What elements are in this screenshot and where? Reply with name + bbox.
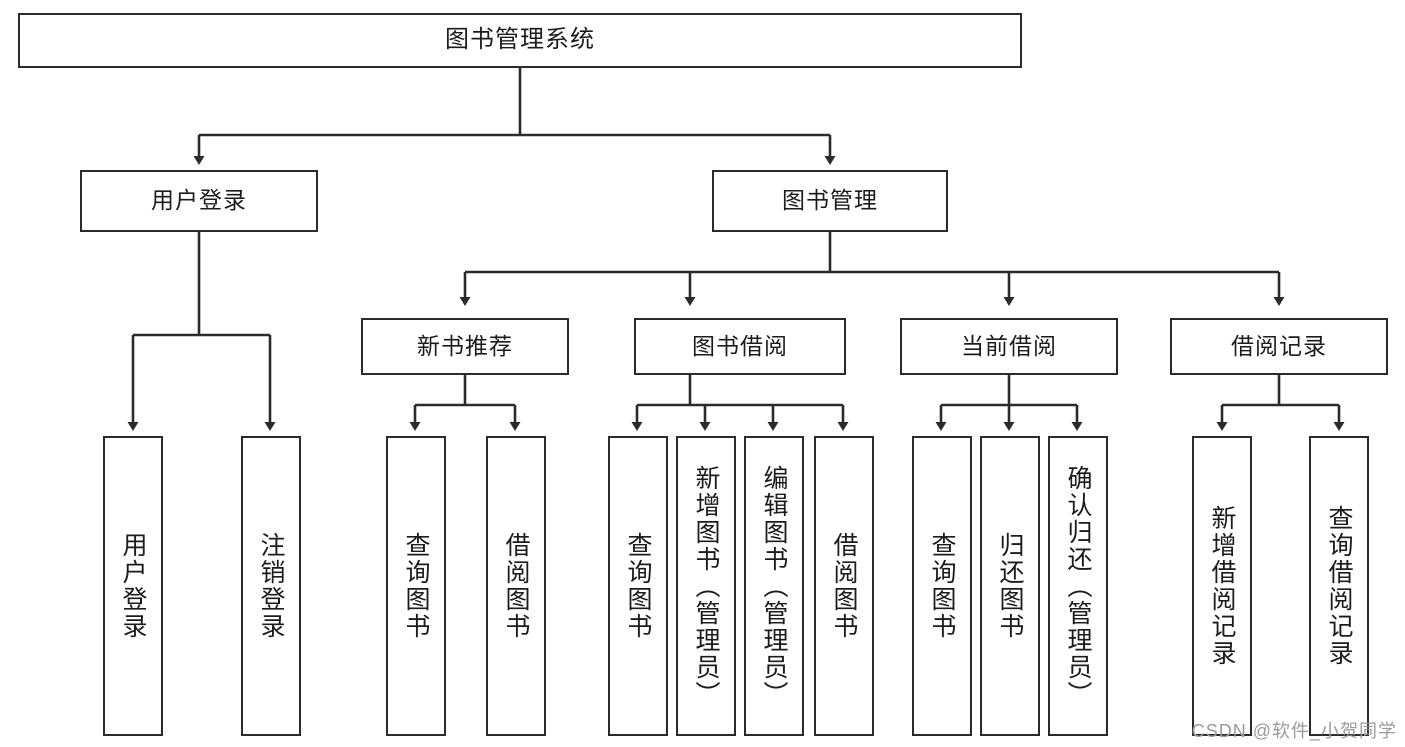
leaf-borrow-book-recommend[interactable]: 借阅图书 bbox=[486, 436, 546, 736]
leaf-label: 查询图书 bbox=[928, 532, 956, 640]
leaf-label: 新增借阅记录 bbox=[1208, 505, 1236, 667]
leaf-label: 查询图书 bbox=[624, 532, 652, 640]
leaf-confirm-return[interactable]: 确认归还（管理员） bbox=[1048, 436, 1108, 736]
leaf-add-borrow-record[interactable]: 新增借阅记录 bbox=[1192, 436, 1252, 736]
leaf-query-book-recommend[interactable]: 查询图书 bbox=[386, 436, 446, 736]
leaf-label: 用户登录 bbox=[119, 532, 147, 640]
leaf-query-book-borrow[interactable]: 查询图书 bbox=[608, 436, 668, 736]
leaf-label: 查询图书 bbox=[402, 532, 430, 640]
leaf-logout[interactable]: 注销登录 bbox=[241, 436, 301, 736]
leaf-query-book-current[interactable]: 查询图书 bbox=[912, 436, 972, 736]
leaf-borrow-book[interactable]: 借阅图书 bbox=[814, 436, 874, 736]
leaf-return-book[interactable]: 归还图书 bbox=[980, 436, 1040, 736]
node-book-borrow[interactable]: 图书借阅 bbox=[634, 318, 846, 375]
leaf-add-book[interactable]: 新增图书（管理员） bbox=[676, 436, 736, 736]
leaf-label: 编辑图书（管理员） bbox=[760, 464, 788, 708]
leaf-label: 新增图书（管理员） bbox=[692, 464, 720, 708]
node-book-manage[interactable]: 图书管理 bbox=[712, 170, 948, 232]
node-user-login[interactable]: 用户登录 bbox=[80, 170, 318, 232]
leaf-label: 归还图书 bbox=[996, 532, 1024, 640]
leaf-label: 借阅图书 bbox=[502, 532, 530, 640]
node-current-borrow[interactable]: 当前借阅 bbox=[900, 318, 1118, 375]
node-borrow-record[interactable]: 借阅记录 bbox=[1170, 318, 1388, 375]
leaf-label: 查询借阅记录 bbox=[1325, 505, 1353, 667]
node-root[interactable]: 图书管理系统 bbox=[18, 13, 1022, 68]
leaf-label: 确认归还（管理员） bbox=[1064, 464, 1092, 708]
node-new-book-recommend[interactable]: 新书推荐 bbox=[361, 318, 569, 375]
leaf-query-borrow-record[interactable]: 查询借阅记录 bbox=[1309, 436, 1369, 736]
leaf-label: 借阅图书 bbox=[830, 532, 858, 640]
leaf-label: 注销登录 bbox=[257, 532, 285, 640]
leaf-user-login[interactable]: 用户登录 bbox=[103, 436, 163, 736]
watermark: CSDN @软件_小贺同学 bbox=[1191, 721, 1397, 741]
leaf-edit-book[interactable]: 编辑图书（管理员） bbox=[744, 436, 804, 736]
